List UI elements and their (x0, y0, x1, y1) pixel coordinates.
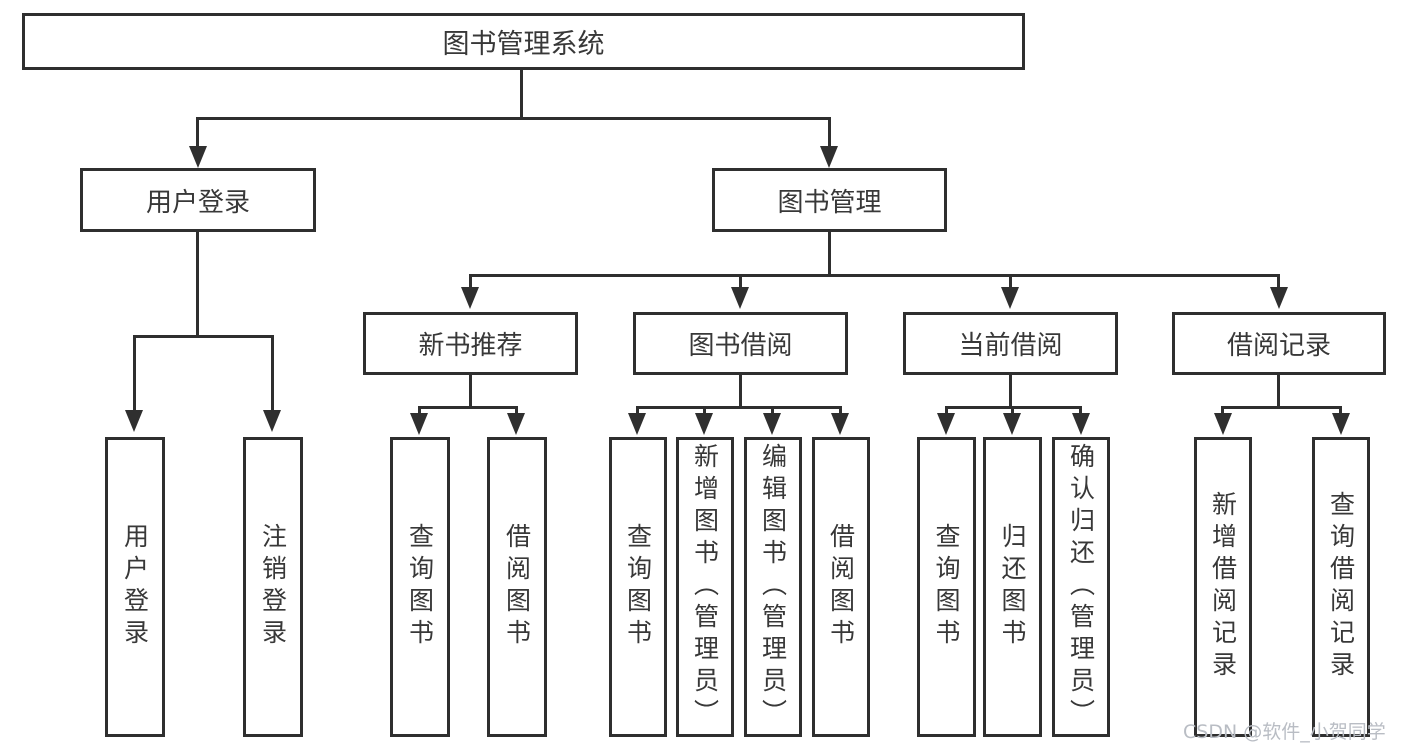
node-user-login-leaf: 用户登录 (105, 437, 165, 737)
connector-vline (771, 406, 774, 415)
arrowhead-down-icon (1214, 413, 1232, 435)
connector-rail (418, 406, 518, 409)
connector-vline (515, 406, 518, 415)
node-new-books: 新书推荐 (363, 312, 578, 375)
node-logout-leaf: 注销登录 (243, 437, 303, 737)
connector-rail (1221, 406, 1342, 409)
node-nb-query-books: 查询图书 (390, 437, 450, 737)
connector-vline (636, 406, 639, 415)
node-label: 查询借阅记录 (1326, 491, 1356, 683)
connector-rail (636, 406, 842, 409)
node-label: 当前借阅 (958, 331, 1063, 361)
connector-vline (945, 406, 948, 415)
node-cb-query-books: 查询图书 (917, 437, 976, 737)
node-label: 借阅图书 (826, 523, 856, 651)
arrowhead-down-icon (410, 413, 428, 435)
arrowhead-down-icon (461, 287, 479, 309)
node-label: 编辑图书（管理员） (758, 443, 788, 731)
node-label: 新增图书（管理员） (690, 443, 720, 731)
node-label: 图书管理 (777, 187, 882, 218)
arrowhead-down-icon (628, 413, 646, 435)
connector-vline (1009, 274, 1012, 289)
connector-rail (133, 335, 274, 338)
connector-vline (828, 232, 831, 276)
arrowhead-down-icon (1270, 287, 1288, 309)
connector-vline (839, 406, 842, 415)
node-label: 借阅记录 (1226, 331, 1331, 361)
connector-vline (1079, 406, 1082, 415)
arrowhead-down-icon (507, 413, 525, 435)
arrowhead-down-icon (1332, 413, 1350, 435)
arrowhead-down-icon (820, 146, 838, 168)
node-label: 注销登录 (258, 523, 288, 651)
node-user-login: 用户登录 (80, 168, 316, 232)
connector-vline (1277, 375, 1280, 408)
node-cb-return-books: 归还图书 (983, 437, 1042, 737)
connector-vline (1277, 274, 1280, 289)
node-label: 用户登录 (145, 187, 250, 218)
connector-vline (1339, 406, 1342, 415)
node-label: 查询图书 (932, 523, 961, 651)
node-label: 图书借阅 (688, 331, 793, 361)
node-bb-borrow-books: 借阅图书 (812, 437, 870, 737)
arrowhead-down-icon (937, 413, 955, 435)
arrowhead-down-icon (1001, 287, 1019, 309)
connector-vline (739, 375, 742, 408)
connector-rail (196, 117, 831, 120)
connector-vline (739, 274, 742, 289)
node-label: 归还图书 (998, 523, 1027, 651)
arrowhead-down-icon (763, 413, 781, 435)
arrowhead-down-icon (731, 287, 749, 309)
connector-vline (1221, 406, 1224, 415)
node-borrow-records: 借阅记录 (1172, 312, 1386, 375)
connector-vline (703, 406, 706, 415)
node-current-borrow: 当前借阅 (903, 312, 1118, 375)
connector-vline (133, 335, 136, 412)
arrowhead-down-icon (831, 413, 849, 435)
connector-vline (469, 375, 472, 408)
node-label: 新增借阅记录 (1208, 491, 1238, 683)
connector-vline (271, 335, 274, 412)
node-book-borrow: 图书借阅 (633, 312, 848, 375)
node-label: 新书推荐 (418, 331, 523, 361)
node-label: 用户登录 (120, 523, 150, 651)
connector-vline (418, 406, 421, 415)
connector-rail (469, 274, 1280, 277)
connector-vline (520, 70, 523, 119)
arrowhead-down-icon (695, 413, 713, 435)
node-book-mgmt: 图书管理 (712, 168, 947, 232)
connector-vline (1011, 406, 1014, 415)
node-label: 确认归还（管理员） (1066, 443, 1096, 731)
arrowhead-down-icon (1072, 413, 1090, 435)
node-br-add-record: 新增借阅记录 (1194, 437, 1252, 737)
node-nb-borrow-books: 借阅图书 (487, 437, 547, 737)
node-label: 查询图书 (405, 523, 435, 651)
node-br-query-record: 查询借阅记录 (1312, 437, 1370, 737)
node-label: 借阅图书 (502, 523, 532, 651)
node-bb-query-books: 查询图书 (609, 437, 667, 737)
node-label: 查询图书 (623, 523, 653, 651)
connector-vline (469, 274, 472, 289)
connector-vline (828, 117, 831, 149)
connector-vline (1009, 375, 1012, 408)
node-cb-confirm-return: 确认归还（管理员） (1052, 437, 1110, 737)
connector-vline (196, 117, 199, 149)
connector-vline (196, 232, 199, 337)
arrowhead-down-icon (125, 410, 143, 432)
node-label: 图书管理系统 (442, 29, 605, 60)
watermark: CSDN @软件_小贺同学 (1183, 721, 1386, 743)
arrowhead-down-icon (189, 146, 207, 168)
node-root: 图书管理系统 (22, 13, 1025, 70)
arrowhead-down-icon (1003, 413, 1021, 435)
node-bb-edit-books: 编辑图书（管理员） (744, 437, 802, 737)
node-bb-add-books: 新增图书（管理员） (676, 437, 734, 737)
arrowhead-down-icon (263, 410, 281, 432)
